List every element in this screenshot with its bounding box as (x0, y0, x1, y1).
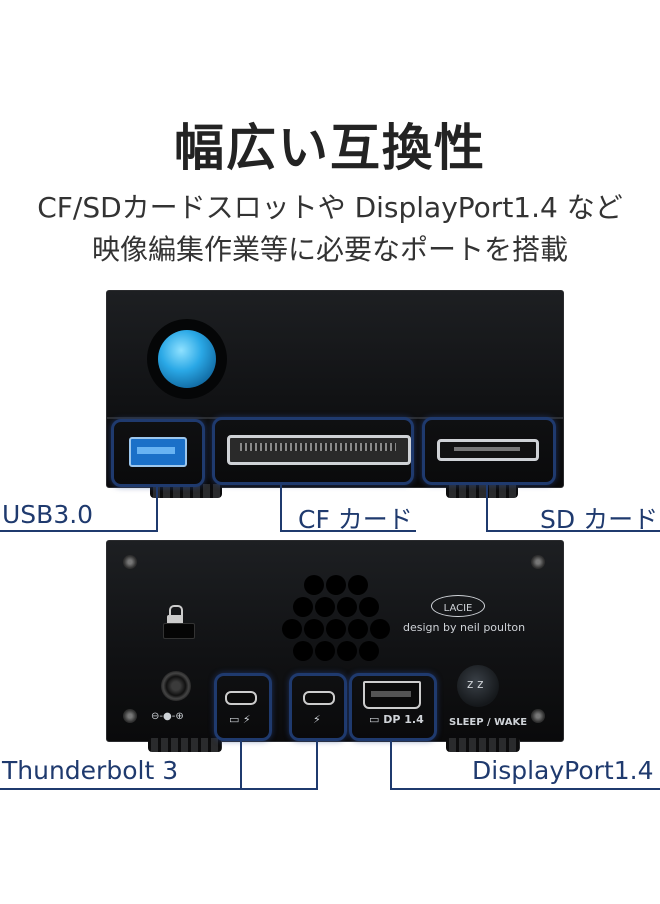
front-foot-right (446, 484, 518, 498)
fan-hole (293, 641, 313, 661)
front-device (106, 290, 564, 488)
thunderbolt-port-2 (303, 691, 335, 705)
dp-port-label: ▭ DP 1.4 (369, 713, 424, 726)
sd-highlight (422, 417, 556, 485)
power-button[interactable] (158, 330, 216, 388)
rear-foot-left (148, 738, 222, 752)
displayport-port (363, 681, 421, 709)
screw-bottom-right (531, 709, 545, 723)
lacie-logo: LACIE (431, 595, 485, 617)
usb-leader-horizontal (0, 530, 158, 532)
fan-hole (337, 641, 357, 661)
fan-hole (359, 597, 379, 617)
label-cf: CF カード (298, 505, 413, 534)
fan-hole (326, 619, 346, 639)
label-thunderbolt: Thunderbolt 3 (2, 756, 179, 785)
fan-hole (304, 575, 324, 595)
thunderbolt-computer-icon: ▭ ⚡ (229, 713, 251, 726)
headline: 幅広い互換性 (174, 119, 486, 177)
sd-card-slot (437, 439, 539, 461)
dp-leader-vertical (390, 738, 392, 790)
thunderbolt-1-highlight (214, 673, 272, 741)
fan-hole (315, 597, 335, 617)
screw-bottom-left (123, 709, 137, 723)
fan-hole (348, 619, 368, 639)
subline-2: 映像編集作業等に必要なポートを搭載 (91, 233, 568, 266)
front-foot-left (150, 484, 222, 498)
fan-grill (271, 553, 401, 683)
sleep-wake-label: SLEEP / WAKE (449, 717, 528, 728)
screw-top-right (531, 555, 545, 569)
sleep-wake-button[interactable]: z z (457, 665, 499, 707)
sleep-icon: z z (467, 677, 484, 691)
label-usb: USB3.0 (2, 500, 94, 529)
thunderbolt-leader-horizontal (0, 788, 318, 790)
label-sd: SD カード (540, 505, 659, 534)
sd-leader-horizontal (486, 530, 660, 532)
tb1-leader-vertical (240, 738, 242, 790)
tb2-leader-vertical (316, 738, 318, 790)
usb-leader-vertical (156, 484, 158, 532)
usb-highlight (111, 419, 205, 487)
usb-port (129, 437, 187, 467)
dp-leader-horizontal (390, 788, 660, 790)
cf-leader-vertical (280, 484, 282, 532)
cf-card-slot (227, 435, 411, 465)
fan-hole (282, 619, 302, 639)
fan-hole (304, 619, 324, 639)
dc-polarity-icon: ⊖-●-⊕ (151, 711, 184, 722)
fan-hole (315, 641, 335, 661)
subline-1: CF/SDカードスロットや DisplayPort1.4 など (37, 191, 623, 224)
thunderbolt-port-1 (225, 691, 257, 705)
label-displayport: DisplayPort1.4 (472, 756, 654, 785)
cf-highlight (212, 417, 414, 485)
fan-hole (370, 619, 390, 639)
rear-device: LACIE design by neil poulton ⊖-●-⊕ ▭ ⚡ ⚡… (106, 540, 564, 742)
cf-leader-horizontal (280, 530, 416, 532)
power-button-bezel (147, 319, 227, 399)
lock-icon (169, 605, 183, 617)
displayport-highlight (349, 673, 437, 741)
fan-hole (293, 597, 313, 617)
kensington-lock-slot (163, 623, 195, 639)
rear-foot-right (446, 738, 520, 752)
sd-leader-vertical (486, 484, 488, 532)
thunderbolt-2-highlight (289, 673, 347, 741)
fan-hole (337, 597, 357, 617)
fan-hole (348, 575, 368, 595)
thunderbolt-icon: ⚡ (313, 713, 321, 726)
designer-text: design by neil poulton (403, 621, 526, 634)
screw-top-left (123, 555, 137, 569)
fan-hole (359, 641, 379, 661)
fan-hole (326, 575, 346, 595)
power-jack (161, 671, 191, 701)
